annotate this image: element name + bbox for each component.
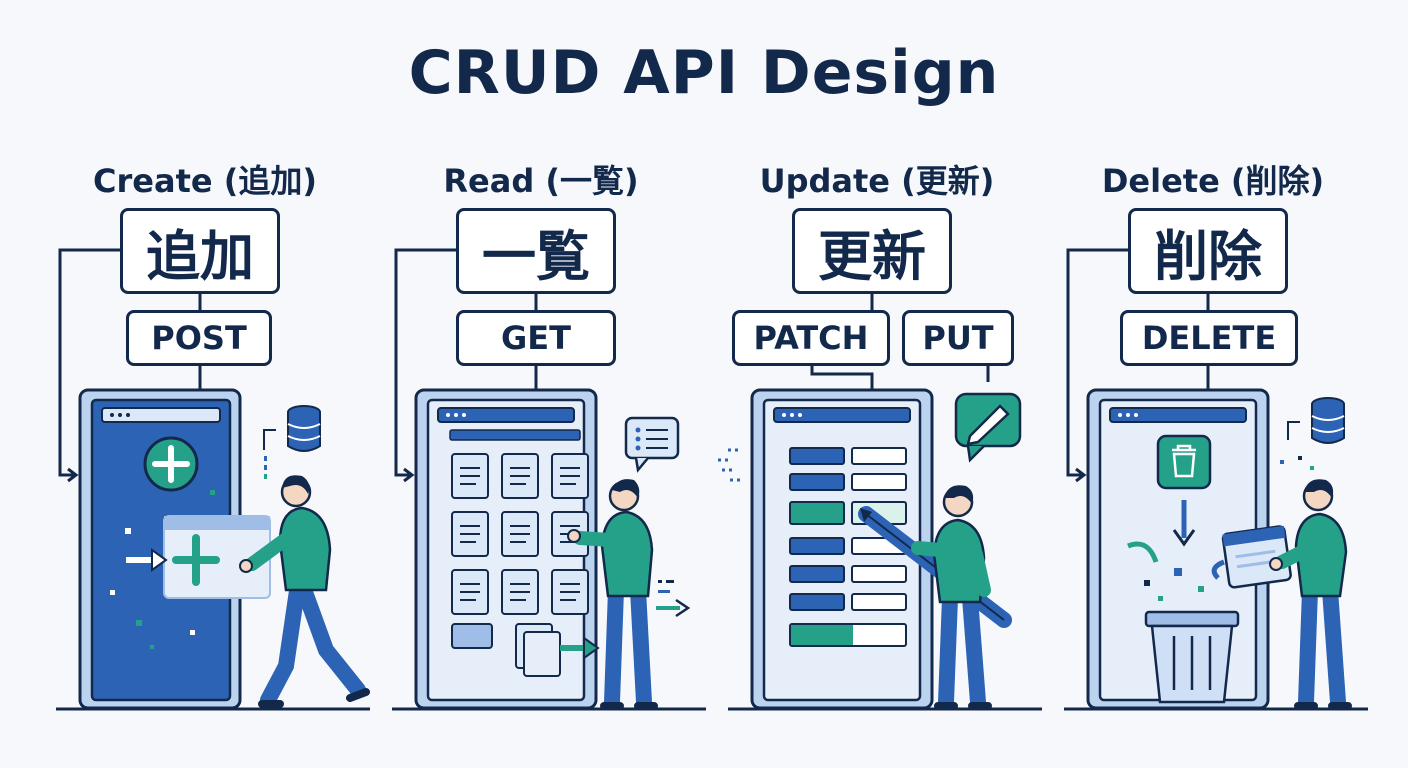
create-heading: Create (追加) [93, 162, 317, 200]
update-panel: Update (更新) 更新 PATCH PUT [712, 150, 1042, 720]
create-panel: Create (追加) 追加 POST [40, 150, 370, 720]
page-title: CRUD API Design [408, 38, 1000, 108]
plus-icon [143, 436, 199, 492]
delete-panel: Delete (削除) 削除 DELETE [1048, 150, 1378, 720]
trash-icon [1156, 434, 1212, 490]
read-illustration [392, 248, 706, 711]
create-illustration [56, 248, 370, 711]
delete-heading: Delete (削除) [1101, 162, 1325, 200]
delete-illustration [1064, 248, 1368, 711]
patch-method-badge: PATCH [732, 310, 890, 366]
delete-kanji-label: 削除 [1128, 208, 1288, 294]
update-kanji-label: 更新 [792, 208, 952, 294]
person-illustration [1269, 479, 1352, 710]
person-illustration [567, 479, 658, 710]
person-illustration [911, 485, 992, 710]
list-bubble-icon [624, 416, 680, 473]
person-illustration [239, 475, 370, 708]
database-icon [1311, 397, 1345, 444]
read-kanji-label: 一覧 [456, 208, 616, 294]
read-heading: Read (一覧) [443, 162, 639, 200]
database-icon [287, 405, 321, 452]
create-kanji-label: 追加 [120, 208, 280, 294]
put-method-badge: PUT [902, 310, 1014, 366]
read-panel: Read (一覧) 一覧 GET [376, 150, 706, 720]
post-method-badge: POST [126, 310, 272, 366]
get-method-badge: GET [456, 310, 616, 366]
pencil-icon [954, 392, 1022, 463]
update-heading: Update (更新) [759, 162, 995, 200]
delete-method-badge: DELETE [1120, 310, 1298, 366]
trash-bin-illustration [1144, 610, 1240, 704]
update-illustration [718, 294, 1042, 711]
